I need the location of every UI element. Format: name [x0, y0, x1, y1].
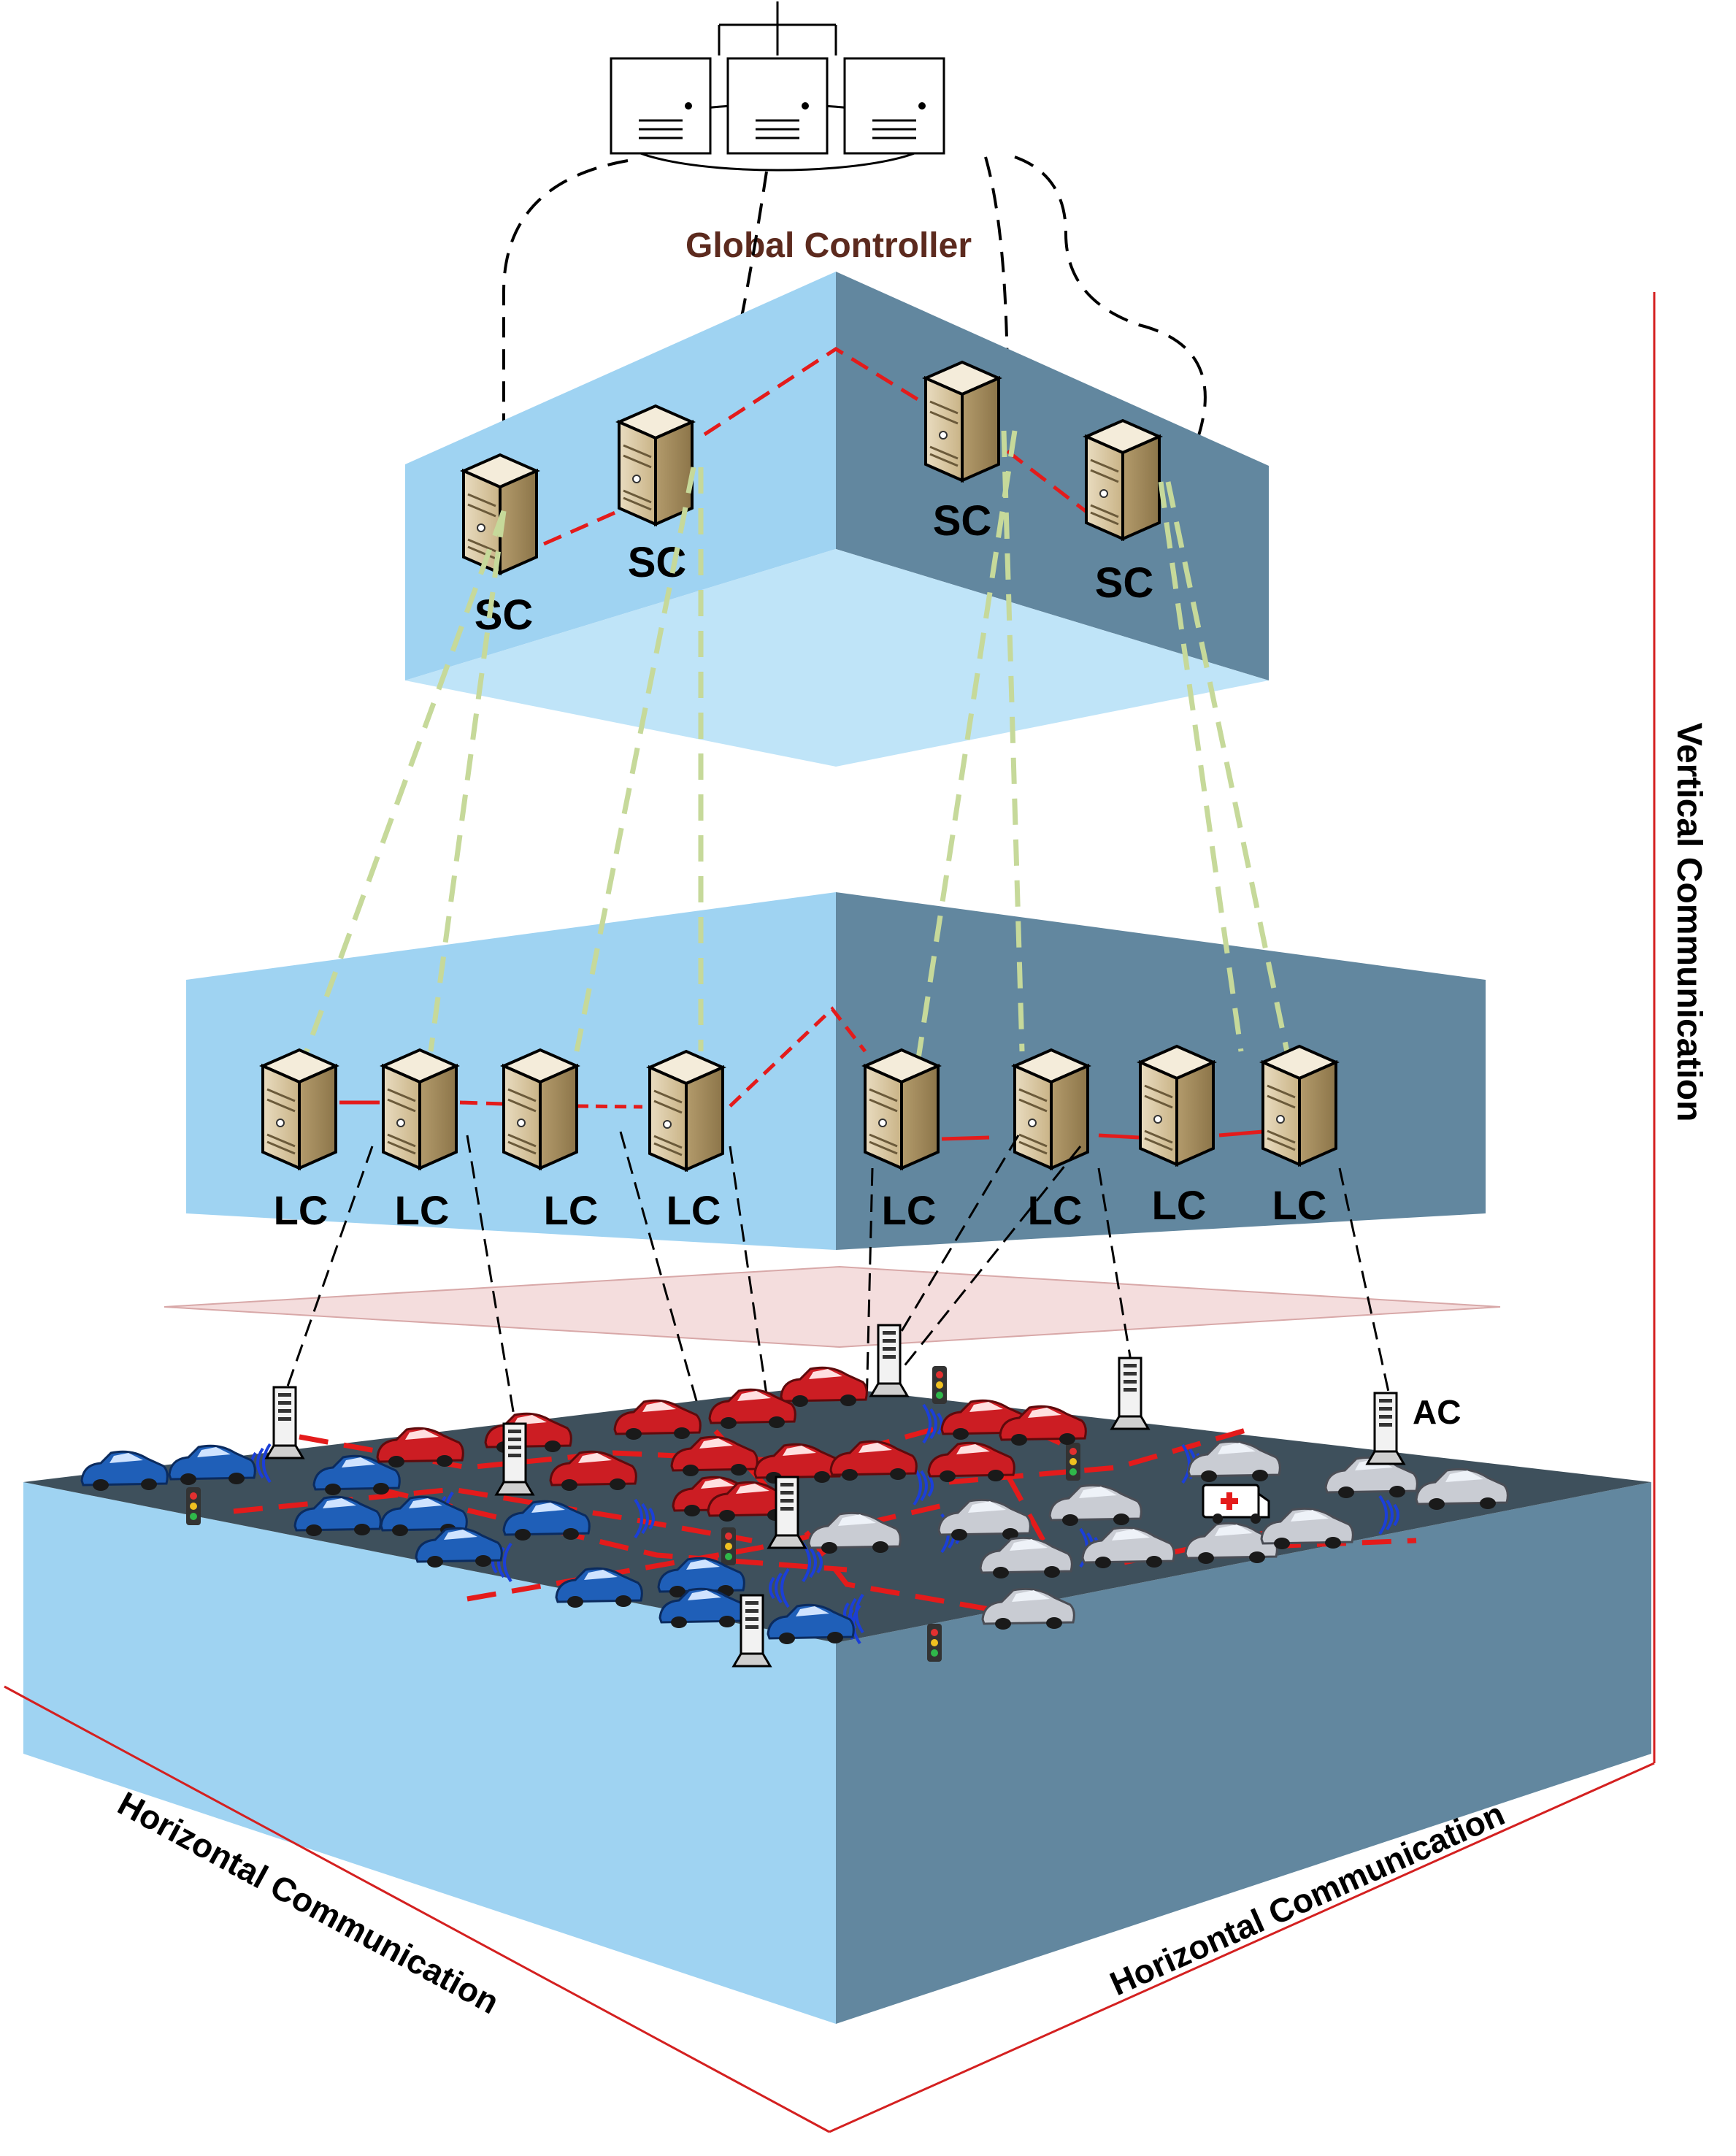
traffic-light-icon: [927, 1624, 942, 1662]
traffic-light-icon: [1066, 1443, 1080, 1481]
lc-label: LC: [882, 1187, 937, 1233]
lc-node-7: LC: [1139, 1045, 1215, 1228]
global-controller-label: Global Controller: [685, 226, 972, 265]
lc-label: LC: [1152, 1182, 1207, 1228]
sc-node-4: SC: [1085, 419, 1161, 607]
sc-server-3: [924, 361, 1000, 482]
traffic-light-icon: [186, 1487, 201, 1525]
sc-label: SC: [933, 497, 992, 545]
sc-server-4: [1085, 419, 1161, 540]
lc-node-1: LC: [261, 1048, 337, 1233]
sc-node-2: SC: [618, 404, 694, 586]
ac-label: AC: [1413, 1393, 1461, 1431]
lc-label: LC: [1272, 1182, 1327, 1228]
vertical-communication-label: Vertical Communication: [1670, 723, 1708, 1122]
traffic-light-icon: [721, 1527, 736, 1565]
communication-axes: [4, 292, 1656, 2133]
global-controller: Global Controller: [610, 1, 972, 265]
lc-node-2: LC: [382, 1048, 458, 1233]
lc-node-4: LC: [648, 1050, 724, 1233]
gc-server-2: [726, 57, 829, 155]
controller-cluster-connector: [718, 1, 837, 55]
lc-node-5: LC: [864, 1048, 940, 1233]
lc-label: LC: [544, 1187, 599, 1233]
lc-server-4: [648, 1050, 724, 1171]
lc-label: LC: [274, 1187, 329, 1233]
separator-plane: [164, 1265, 1501, 1349]
sc-node-3: SC: [924, 361, 1000, 545]
sc-label: SC: [628, 539, 687, 586]
lc-label: LC: [667, 1187, 721, 1233]
lc-server-8: [1261, 1045, 1337, 1166]
vehicle-layer: AC: [23, 1324, 1651, 2024]
lc-red-links: [339, 1006, 1264, 1141]
sc-plane-bottom-face: [405, 549, 1269, 767]
access-point-icon: [265, 1386, 304, 1459]
lc-server-3: [502, 1048, 578, 1170]
sc-lc-links: [304, 430, 1291, 1059]
gc-server-3: [843, 57, 945, 155]
lc-label: LC: [1028, 1187, 1083, 1233]
ambulance-icon: [1202, 1484, 1270, 1524]
lc-server-5: [864, 1048, 940, 1170]
sc-label: SC: [1095, 559, 1154, 607]
horizontal-axis-left-line: [4, 1685, 830, 2133]
lc-node-6: LC: [1013, 1048, 1089, 1233]
lc-server-2: [382, 1048, 458, 1170]
sc-label: SC: [475, 591, 534, 639]
sc-server-2: [618, 404, 694, 526]
sc-red-links: [542, 347, 1096, 546]
access-point-icon: [1366, 1392, 1405, 1465]
lc-label: LC: [395, 1187, 450, 1233]
lc-node-8: LC: [1261, 1045, 1337, 1228]
traffic-light-icon: [932, 1366, 947, 1404]
lc-server-1: [261, 1048, 337, 1170]
access-point-icon: [1110, 1357, 1150, 1430]
lc-node-3: LC: [502, 1048, 599, 1233]
ground-left-face: [23, 1482, 836, 2024]
horizontal-axis-right-line: [829, 1762, 1655, 2133]
car-blue: [80, 1450, 169, 1492]
lc-server-7: [1139, 1045, 1215, 1166]
car-blue: [168, 1444, 256, 1486]
car-red: [780, 1366, 868, 1408]
sc-node-1: SC: [462, 453, 538, 639]
gc-server-1: [610, 57, 712, 155]
